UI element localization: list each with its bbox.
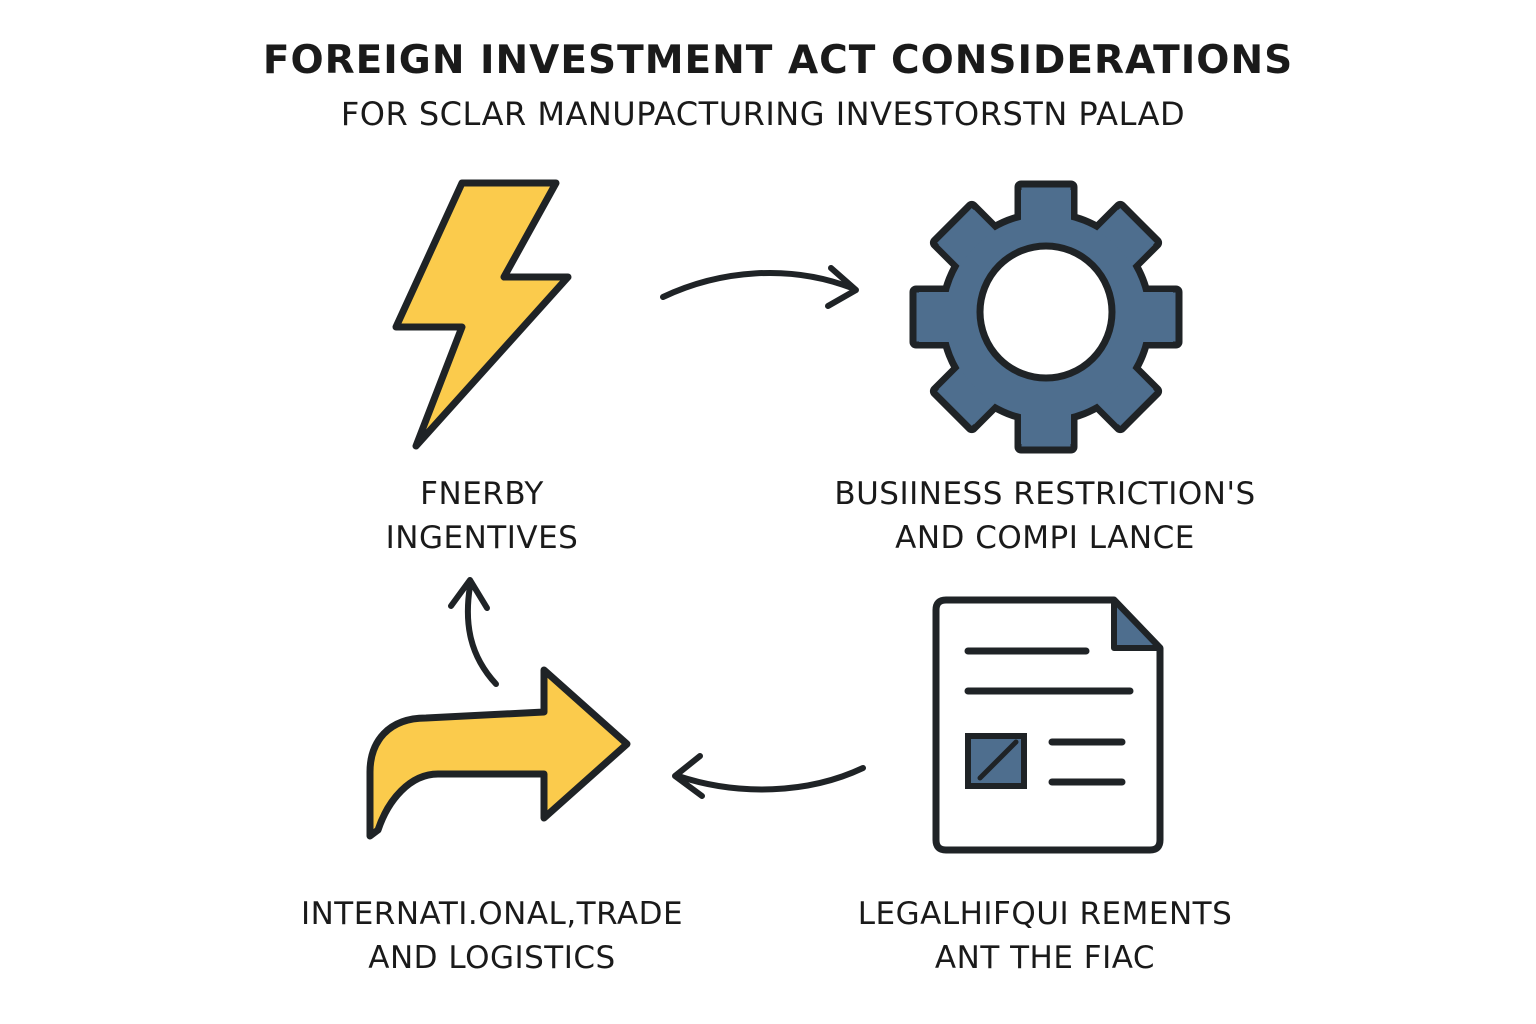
trade-label-line1: INTERNATI.ONAL,TRADE [300,896,684,932]
diagram-subtitle: FOR SCLAR MANUPACTURING INVESTORSTN PALA… [340,95,1186,133]
legal-requirements-label: LEGALHIFQUI REMENTS ANT THE FIAC [800,892,1290,980]
trade-label-line2: AND LOGISTICS [368,940,616,976]
document-icon [932,596,1164,854]
energy-label-line2: INGENTIVES [385,520,579,556]
business-restrictions-label: BUSIINESS RESTRICTION'S AND COMPI LANCE [800,472,1290,560]
energy-incentives-label: FNERBY INGENTIVES [332,472,632,560]
legal-label-line2: ANT THE FIAC [934,940,1156,976]
lightning-bolt-icon [392,179,572,450]
diagram-title: FOREIGN INVESTMENT ACT CONSIDERATIONS [262,38,1294,83]
turn-right-arrow-icon [366,666,631,840]
business-label-line1: BUSIINESS RESTRICTION'S [834,476,1256,512]
gear-icon [909,180,1183,454]
arrow-trade-to-energy [448,577,499,687]
business-label-line2: AND COMPI LANCE [895,520,1195,556]
legal-label-line1: LEGALHIFQUI REMENTS [857,896,1233,932]
arrow-energy-to-business [660,265,859,309]
arrow-legal-to-trade [672,753,866,799]
energy-label-line1: FNERBY [420,476,544,512]
international-trade-label: INTERNATI.ONAL,TRADE AND LOGISTICS [262,892,722,980]
